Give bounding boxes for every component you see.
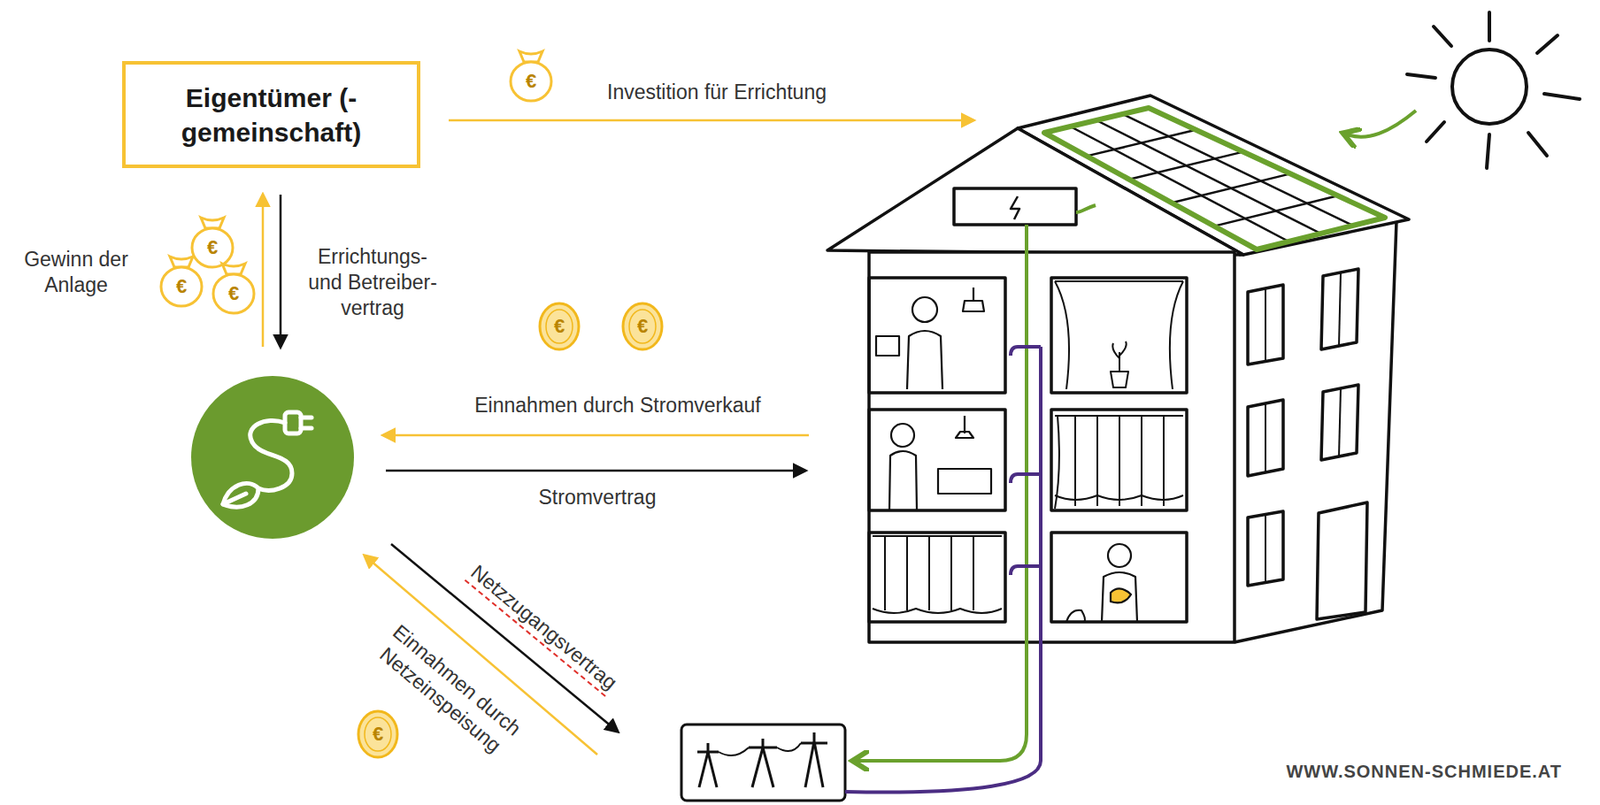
- operator-circle: [191, 376, 354, 539]
- money-bag: [161, 267, 202, 307]
- flow-label: Einnahmen durch Stromverkauf: [474, 392, 761, 419]
- coin: [358, 711, 398, 758]
- money-bag: [213, 274, 254, 314]
- owner-box: Eigentümer (-gemeinschaft): [122, 61, 421, 169]
- consumption-wire: [845, 346, 1041, 793]
- currency-symbol: €: [525, 69, 537, 94]
- profit-arrow: [261, 194, 265, 347]
- power-grid-symbol: [681, 724, 846, 801]
- flow-arrows: [262, 120, 974, 755]
- flow-label: Gewinn der Anlage: [18, 246, 134, 299]
- feed-in-wire: [856, 224, 1027, 762]
- watermark: WWW.SONNEN-SCHMIEDE.AT: [1285, 761, 1562, 784]
- coin: [629, 309, 656, 344]
- currency-symbol: €: [372, 722, 384, 747]
- investment-arrow: [448, 119, 974, 123]
- flow-label: Netzzugangsvertrag: [464, 560, 623, 698]
- currency-symbol: €: [228, 281, 239, 307]
- money-bag: [169, 256, 193, 268]
- currency-symbol: €: [207, 235, 218, 261]
- coin: [539, 303, 579, 350]
- currency-symbol: €: [176, 274, 187, 300]
- flow-label: Stromvertrag: [538, 484, 657, 511]
- sun: [1407, 12, 1580, 169]
- flow-label: Investition für Errichtung: [607, 79, 827, 106]
- money-bag: [200, 217, 224, 229]
- coin: [623, 303, 662, 350]
- currency-symbol: €: [637, 314, 648, 339]
- node-title: Eigentümer (-gemeinschaft): [138, 80, 405, 150]
- revenue-arrow: [383, 434, 809, 438]
- flow-label: Einnahmen durch Netzeinspeisung: [364, 614, 533, 768]
- contract-arrow: [279, 194, 283, 347]
- inverter: [953, 188, 1077, 225]
- money-bag: [510, 61, 552, 101]
- coin: [546, 309, 573, 344]
- money-bag: [222, 263, 246, 275]
- flow-label: Errichtungs- und Betreiber- vertrag: [306, 244, 439, 321]
- money-bag: [519, 51, 543, 62]
- contract-arrow: [385, 469, 806, 473]
- house: [827, 95, 1409, 643]
- coin: [364, 717, 392, 752]
- sunlight-arrow: [1346, 110, 1416, 138]
- dc-wire: [1076, 205, 1096, 213]
- currency-symbol: €: [553, 314, 565, 339]
- money-bag: [192, 228, 233, 268]
